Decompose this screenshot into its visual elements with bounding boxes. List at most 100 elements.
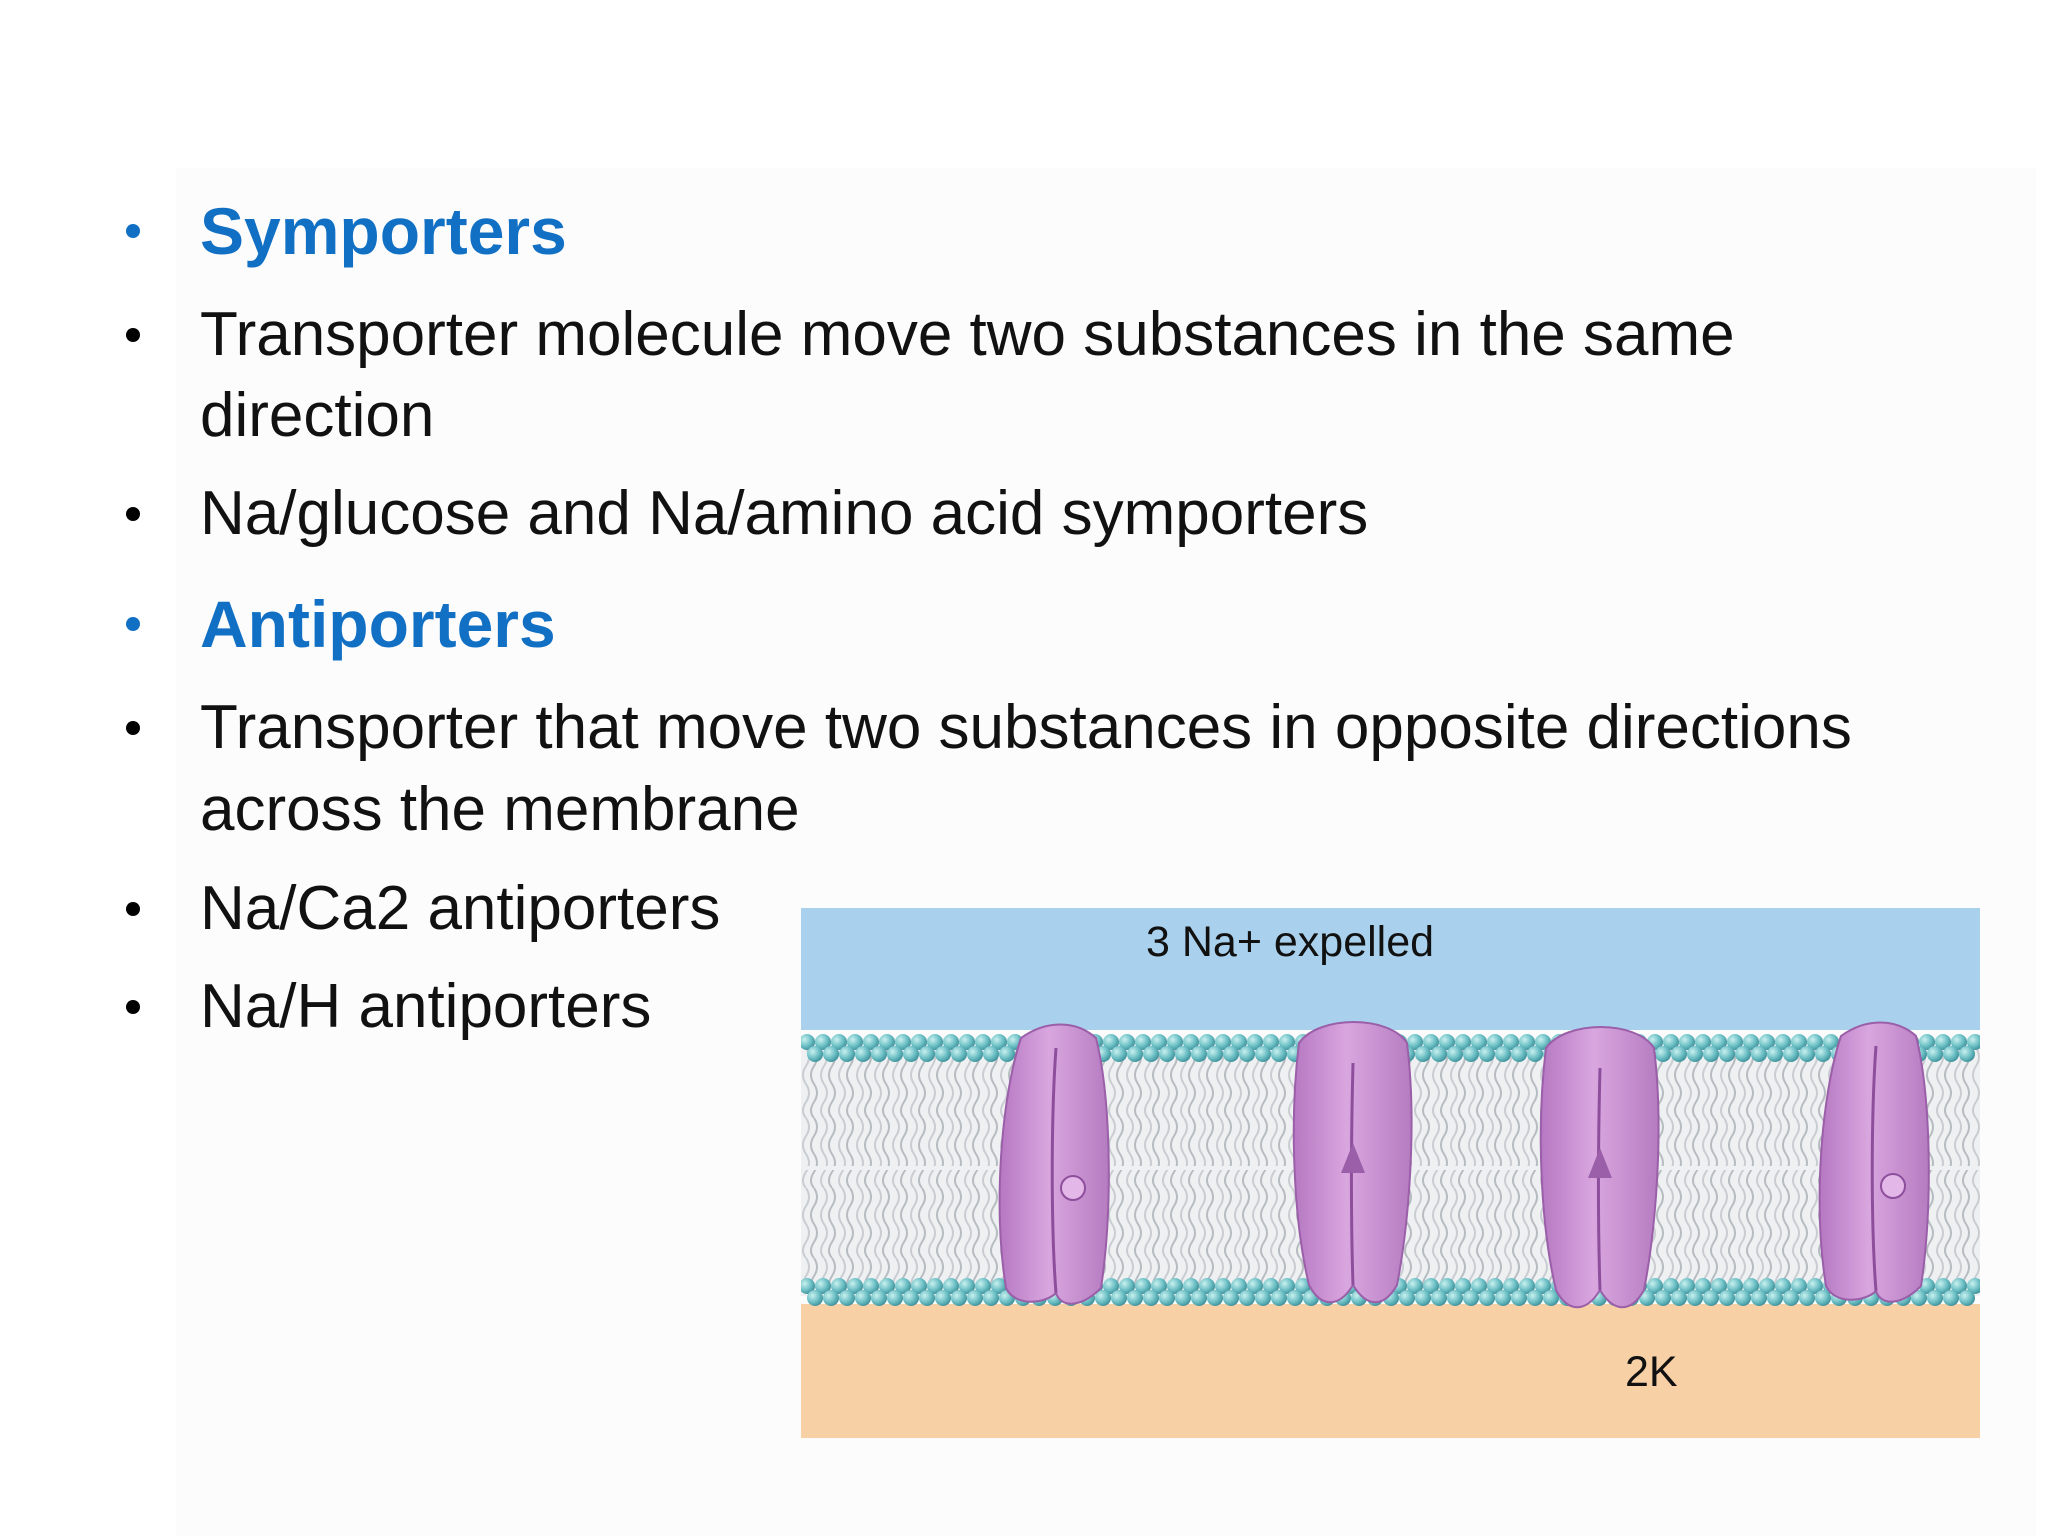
- lipid-head: [831, 1278, 847, 1294]
- lipid-head: [1927, 1290, 1943, 1306]
- lipid-head: [1255, 1046, 1271, 1062]
- lipid-head: [1775, 1278, 1791, 1294]
- lipid-head: [1447, 1290, 1463, 1306]
- lipid-head: [1223, 1046, 1239, 1062]
- lipid-head: [1167, 1278, 1183, 1294]
- lipid-head: [1767, 1046, 1783, 1062]
- lipid-head: [1199, 1278, 1215, 1294]
- lipid-head: [1815, 1290, 1831, 1306]
- lipid-head: [967, 1046, 983, 1062]
- bullet-dot: [126, 902, 140, 916]
- symporter-examples-text: Na/glucose and Na/amino acid symporters: [200, 479, 1369, 548]
- lipid-head: [927, 1034, 943, 1050]
- bullet-dot: [126, 1000, 140, 1014]
- lipid-head: [1503, 1278, 1519, 1294]
- lipid-head: [1183, 1034, 1199, 1050]
- lipid-head: [895, 1034, 911, 1050]
- bullet-list: Symporters Transporter molecule move two…: [126, 194, 1852, 1041]
- lipid-head: [1495, 1046, 1511, 1062]
- lipid-head: [1215, 1278, 1231, 1294]
- lipid-head: [1159, 1290, 1175, 1306]
- lipid-head: [959, 1278, 975, 1294]
- lipid-head: [1695, 1034, 1711, 1050]
- lipid-head: [935, 1046, 951, 1062]
- lipid-head: [1471, 1034, 1487, 1050]
- lipid-head: [1655, 1046, 1671, 1062]
- lipid-head: [1143, 1046, 1159, 1062]
- lipid-head: [975, 1034, 991, 1050]
- lipid-head: [1135, 1034, 1151, 1050]
- lipid-head: [1711, 1034, 1727, 1050]
- lipid-head: [1519, 1278, 1535, 1294]
- lipid-head: [943, 1278, 959, 1294]
- lipid-head: [1407, 1278, 1423, 1294]
- lipid-head: [801, 1278, 815, 1294]
- bullet-dot: [126, 507, 140, 521]
- symporter-definition-line2: direction: [200, 381, 435, 450]
- symporter-definition-line1: Transporter molecule move two substances…: [200, 300, 1735, 369]
- lipid-head: [1447, 1046, 1463, 1062]
- lipid-head: [1119, 1278, 1135, 1294]
- lipid-head: [983, 1046, 999, 1062]
- lipid-head: [1783, 1290, 1799, 1306]
- lipid-head: [815, 1034, 831, 1050]
- lipid-head: [1271, 1046, 1287, 1062]
- lipid-head: [1767, 1290, 1783, 1306]
- lipid-head: [911, 1034, 927, 1050]
- lipid-head: [863, 1034, 879, 1050]
- lipid-head: [1967, 1034, 1980, 1050]
- lipid-head: [1639, 1290, 1655, 1306]
- lipid-head: [1207, 1290, 1223, 1306]
- lipid-head: [1791, 1034, 1807, 1050]
- lipid-head: [1703, 1290, 1719, 1306]
- lipid-head: [935, 1290, 951, 1306]
- lipid-head: [1927, 1046, 1943, 1062]
- lipid-head: [1279, 1034, 1295, 1050]
- lipid-head: [855, 1290, 871, 1306]
- heading-antiporters: Antiporters: [200, 587, 556, 661]
- lipid-head: [991, 1034, 1007, 1050]
- lipid-head: [1135, 1278, 1151, 1294]
- lipid-head: [1415, 1290, 1431, 1306]
- lipid-head: [1423, 1278, 1439, 1294]
- lipid-head: [1751, 1046, 1767, 1062]
- lipid-head: [1487, 1278, 1503, 1294]
- extracellular-region: [801, 908, 1980, 1030]
- lipid-head: [1191, 1290, 1207, 1306]
- lipid-head: [1527, 1290, 1543, 1306]
- lipid-head: [855, 1046, 871, 1062]
- lipid-head: [807, 1290, 823, 1306]
- lipid-head: [1439, 1034, 1455, 1050]
- lipid-head: [1663, 1278, 1679, 1294]
- lipid-head: [1751, 1290, 1767, 1306]
- lipid-head: [1687, 1290, 1703, 1306]
- lipid-head: [879, 1034, 895, 1050]
- lipid-head: [1199, 1034, 1215, 1050]
- lipid-head: [887, 1290, 903, 1306]
- lipid-head: [1455, 1034, 1471, 1050]
- lipid-head: [1655, 1290, 1671, 1306]
- lipid-head: [1127, 1046, 1143, 1062]
- lipid-head: [1535, 1278, 1551, 1294]
- lipid-head: [1159, 1046, 1175, 1062]
- lipid-head: [967, 1290, 983, 1306]
- lipid-head: [1103, 1034, 1119, 1050]
- lipid-head: [1511, 1046, 1527, 1062]
- lipid-head: [1703, 1046, 1719, 1062]
- lipid-head: [1743, 1034, 1759, 1050]
- lipid-head: [1775, 1034, 1791, 1050]
- lipid-head: [1511, 1290, 1527, 1306]
- membrane-transport-figure: 3 Na+ expelled 2K: [801, 908, 1980, 1438]
- transporter-protein-3: [1539, 1026, 1660, 1309]
- antiporter-definition-line1: Transporter that move two substances in …: [200, 693, 1852, 762]
- lipid-head: [1919, 1278, 1935, 1294]
- lipid-head: [1943, 1290, 1959, 1306]
- lipid-head: [1095, 1290, 1111, 1306]
- lipid-head: [1911, 1290, 1927, 1306]
- lipid-head: [1687, 1046, 1703, 1062]
- lipid-head: [847, 1034, 863, 1050]
- lipid-head: [1799, 1046, 1815, 1062]
- lipid-head: [1175, 1290, 1191, 1306]
- lipid-head: [1399, 1290, 1415, 1306]
